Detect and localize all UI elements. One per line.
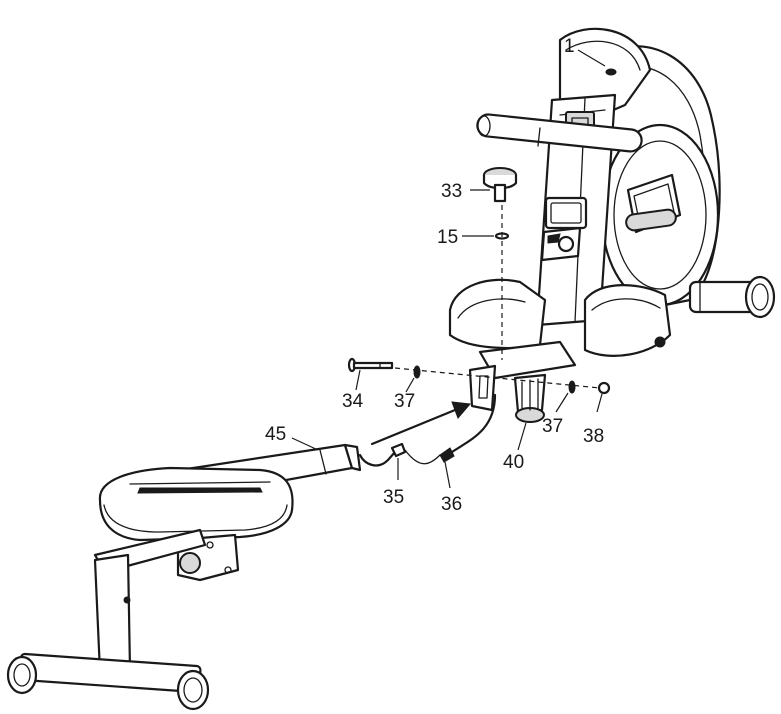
cable-connectors — [358, 393, 497, 467]
part-label-35: 35 — [383, 487, 404, 508]
knob-33 — [482, 167, 518, 203]
part-label-34: 34 — [342, 391, 364, 412]
part-label-36: 36 — [441, 494, 462, 515]
leader-lines — [291, 49, 606, 489]
washer-37-left — [413, 365, 421, 379]
main-frame-body — [448, 27, 776, 423]
part-label-15: 15 — [437, 227, 458, 248]
part-label-38: 38 — [583, 426, 604, 447]
part-label-37-left: 37 — [394, 391, 415, 412]
part-label-33: 33 — [441, 181, 462, 202]
part-label-37-right: 37 — [542, 416, 563, 437]
part-label-1: 1 — [564, 36, 575, 57]
part-labels: 1 33 15 34 37 37 38 40 45 35 36 — [265, 36, 604, 515]
assembly-guide-horizontal — [394, 367, 601, 389]
nut-38 — [597, 381, 611, 395]
part-label-45: 45 — [265, 424, 286, 445]
washer-37-right — [568, 380, 576, 394]
rail-45-and-seat — [6, 443, 362, 711]
bolt-34 — [347, 357, 394, 373]
part-label-40: 40 — [503, 452, 524, 473]
